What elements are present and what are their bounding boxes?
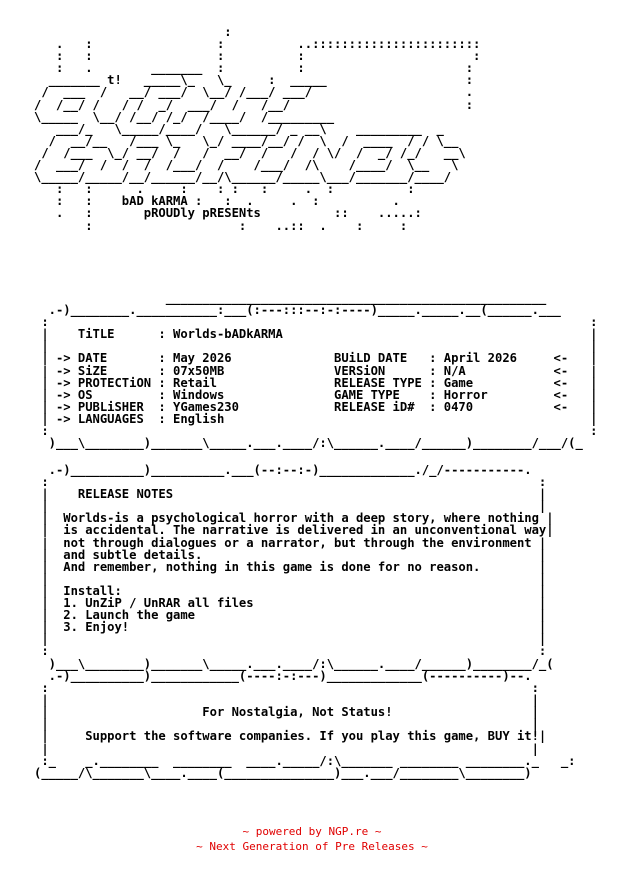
ascii-logo-header: : . : : ..::::::::::::::::::::::: : : : … <box>34 25 481 233</box>
slogan-footer-box: .-)__________)____________(----:-:---)__… <box>34 669 576 780</box>
powered-by-credit: ~ powered by NGP.re ~ <box>242 825 382 838</box>
release-info-box: ________________________________________… <box>41 291 598 451</box>
ngp-tagline: ~ Next Generation of Pre Releases ~ <box>196 840 428 853</box>
release-notes-box: .-)__________)__________.___(--:--:-)___… <box>41 463 554 671</box>
